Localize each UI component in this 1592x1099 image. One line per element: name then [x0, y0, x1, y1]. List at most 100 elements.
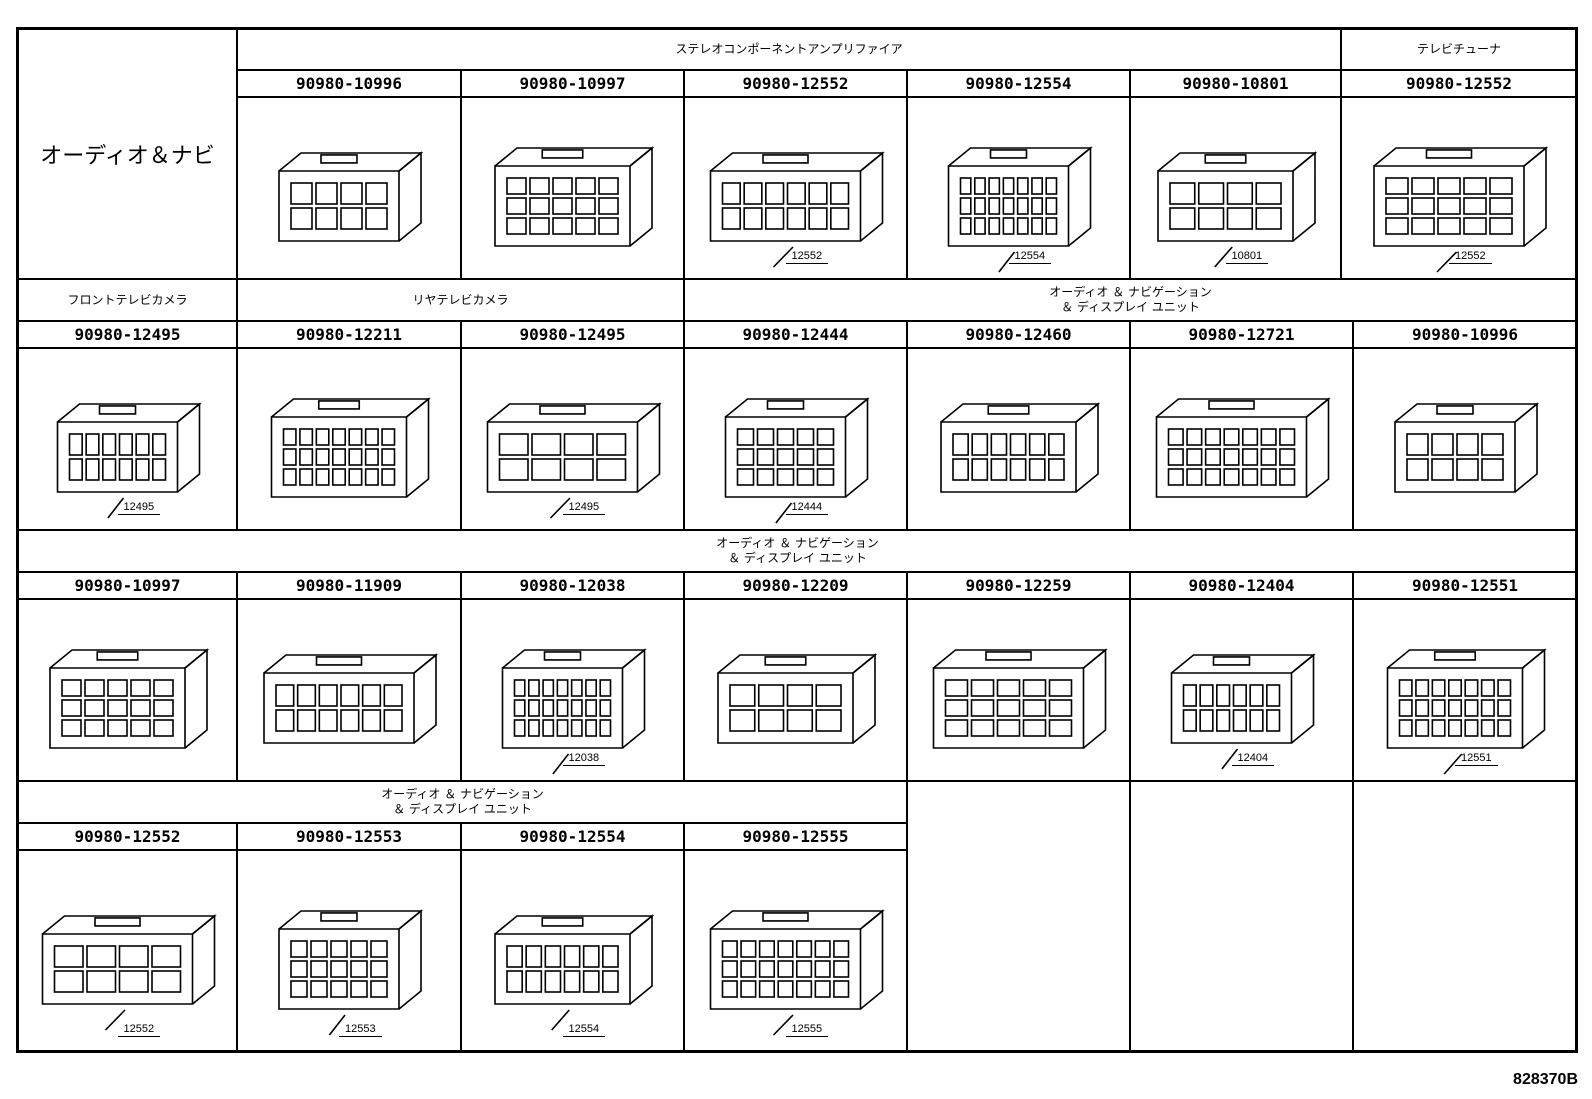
grid-line [1352, 320, 1354, 529]
connector-drawing [19, 600, 236, 780]
figure-number: 828370B [1513, 1071, 1578, 1088]
header-nav-unit: オーディオ ＆ ナビゲーション ＆ ディスプレイ ユニット [381, 787, 544, 816]
grid-line [906, 780, 908, 1053]
connector-code-label: 12495 [562, 501, 606, 515]
part-number: 90980-12554 [519, 827, 626, 846]
connector-drawing [238, 98, 460, 278]
connector-code-label: 12038 [562, 752, 606, 766]
connector-drawing [908, 349, 1129, 529]
connector-drawing [908, 600, 1129, 780]
part-number: 90980-10997 [74, 576, 181, 595]
connector-drawing [685, 98, 906, 278]
part-number: 90980-12553 [296, 827, 402, 846]
grid-line [1129, 320, 1131, 529]
connector-code-label: 12553 [339, 1023, 382, 1037]
page-title: オーディオ＆ナビ [40, 144, 215, 169]
connector-drawing [19, 349, 236, 529]
grid-line [16, 529, 1578, 531]
part-number: 90980-12259 [965, 576, 1072, 595]
connector-drawing [1342, 98, 1576, 278]
part-number: 90980-10997 [519, 74, 626, 93]
connector-drawing [238, 600, 460, 780]
part-number: 90980-12211 [296, 325, 402, 344]
connector-drawing [1131, 98, 1340, 278]
grid-line [16, 780, 1578, 782]
connector-code-label: 12404 [1231, 752, 1275, 766]
connector-drawing [685, 349, 906, 529]
grid-line [16, 278, 1578, 280]
part-number: 90980-12038 [519, 576, 626, 595]
grid-line [683, 278, 685, 529]
grid-line [16, 822, 908, 824]
connector-drawing [685, 600, 906, 780]
grid-line [236, 822, 238, 1053]
grid-line [460, 822, 462, 1053]
grid-line [1129, 780, 1131, 1053]
grid-line [1129, 69, 1131, 278]
connector-drawing [1131, 349, 1352, 529]
part-number: 90980-12721 [1188, 325, 1295, 344]
connector-drawing [462, 600, 683, 780]
part-number: 90980-12552 [742, 74, 849, 93]
grid-line [460, 571, 462, 780]
grid-line [683, 69, 685, 278]
connector-code-label: 12552 [1449, 250, 1492, 264]
grid-line [460, 69, 462, 278]
connector-drawing [908, 98, 1129, 278]
part-number: 90980-12554 [965, 74, 1072, 93]
part-number: 90980-12404 [1188, 576, 1295, 595]
grid-line [460, 320, 462, 529]
part-number: 90980-12495 [519, 325, 626, 344]
connector-code-label: 12554 [1008, 250, 1052, 264]
connector-code-label: 12552 [785, 250, 829, 264]
connector-drawing [1354, 349, 1576, 529]
connector-drawing [685, 851, 906, 1051]
grid-line [683, 822, 685, 1053]
part-number: 90980-12552 [74, 827, 181, 846]
part-number: 90980-12551 [1412, 576, 1518, 595]
part-number: 90980-12460 [965, 325, 1072, 344]
connector-drawing [1131, 600, 1352, 780]
grid-line [1352, 571, 1354, 780]
header-rear-camera: リヤテレビカメラ [412, 292, 509, 307]
connector-code-label: 12555 [785, 1023, 829, 1037]
grid-line [16, 571, 1578, 573]
grid-line [1352, 780, 1354, 1053]
header-nav-unit: オーディオ ＆ ナビゲーション ＆ ディスプレイ ユニット [716, 536, 879, 565]
connector-code-label: 12444 [785, 501, 829, 515]
connector-drawing [238, 349, 460, 529]
part-number: 90980-10996 [1412, 325, 1518, 344]
grid-line [906, 320, 908, 529]
header-nav-unit: オーディオ ＆ ナビゲーション ＆ ディスプレイ ユニット [1049, 285, 1212, 314]
connector-drawing [1354, 600, 1576, 780]
part-number: 90980-12555 [742, 827, 849, 846]
header-front-camera: フロントテレビカメラ [67, 292, 188, 307]
grid-line [236, 278, 238, 529]
grid-line [236, 571, 238, 780]
grid-line [16, 598, 1578, 600]
grid-line [16, 347, 1578, 349]
connector-drawing [462, 98, 683, 278]
grid-line [16, 320, 1578, 322]
part-number: 90980-11909 [296, 576, 402, 595]
grid-line [1129, 571, 1131, 780]
part-number: 90980-12444 [742, 325, 849, 344]
grid-line [1340, 27, 1342, 278]
grid-line [236, 27, 238, 278]
part-number: 90980-12552 [1406, 74, 1512, 93]
part-number: 90980-12495 [74, 325, 181, 344]
connector-drawing [462, 851, 683, 1051]
connector-drawing [462, 349, 683, 529]
grid-line [16, 849, 908, 851]
connector-code-label: 10801 [1225, 250, 1269, 264]
connector-drawing [238, 851, 460, 1051]
connector-table [16, 27, 1578, 1053]
part-number: 90980-12209 [742, 576, 849, 595]
header-tv-tuner: テレビチューナ [1416, 42, 1501, 56]
connector-code-label: 12551 [1455, 752, 1498, 766]
part-number: 90980-10996 [296, 74, 402, 93]
connector-code-label: 12495 [117, 501, 161, 515]
grid-line [906, 69, 908, 278]
grid-line [906, 571, 908, 780]
header-stereo-amplifier: ステレオコンポーネントアンプリファイア [675, 42, 903, 56]
